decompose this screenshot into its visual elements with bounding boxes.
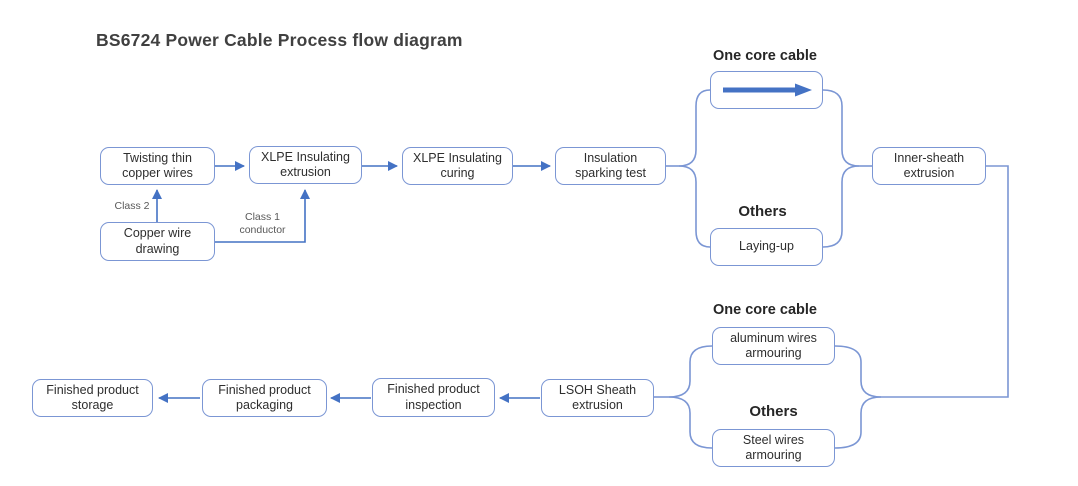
node-lsoh-sheath-extrusion: LSOH Sheath extrusion [541, 379, 654, 417]
heading-one-core-cable-top: One core cable [713, 48, 817, 64]
node-steel-wires-armouring: Steel wires armouring [712, 429, 835, 467]
page-title: BS6724 Power Cable Process flow diagram [96, 30, 463, 50]
node-inner-sheath-extrusion: Inner-sheath extrusion [872, 147, 986, 185]
node-xlpe-insulating-extrusion: XLPE Insulating extrusion [249, 146, 362, 184]
top-branch-braces [666, 89, 872, 248]
heading-others-bottom: Others [749, 403, 798, 420]
edge-label-class-2: Class 2 [114, 200, 150, 212]
node-insulation-sparking-test: Insulation sparking test [555, 147, 666, 185]
node-laying-up: Laying-up [710, 228, 823, 266]
node-finished-product-inspection: Finished product inspection [372, 378, 495, 417]
edge-label-class-1-conductor: Class 1 conductor [239, 211, 286, 237]
node-finished-product-packaging: Finished product packaging [202, 379, 327, 417]
node-twisting-thin-copper-wires: Twisting thin copper wires [100, 147, 215, 185]
node-xlpe-insulating-curing: XLPE Insulating curing [402, 147, 513, 185]
node-aluminum-wires-armouring: aluminum wires armouring [712, 327, 835, 365]
inner-sheath-to-armouring-connector [881, 165, 1009, 398]
node-copper-wire-drawing: Copper wire drawing [100, 222, 215, 261]
bottom-branch-braces [654, 345, 882, 449]
heading-others-top: Others [738, 203, 787, 220]
node-one-core-cable-passthrough [710, 71, 823, 109]
heading-one-core-cable-bottom: One core cable [713, 302, 817, 318]
flow-direction-right-arrow-icon [722, 83, 812, 97]
node-finished-product-storage: Finished product storage [32, 379, 153, 417]
flow-arrows-top [152, 161, 551, 243]
